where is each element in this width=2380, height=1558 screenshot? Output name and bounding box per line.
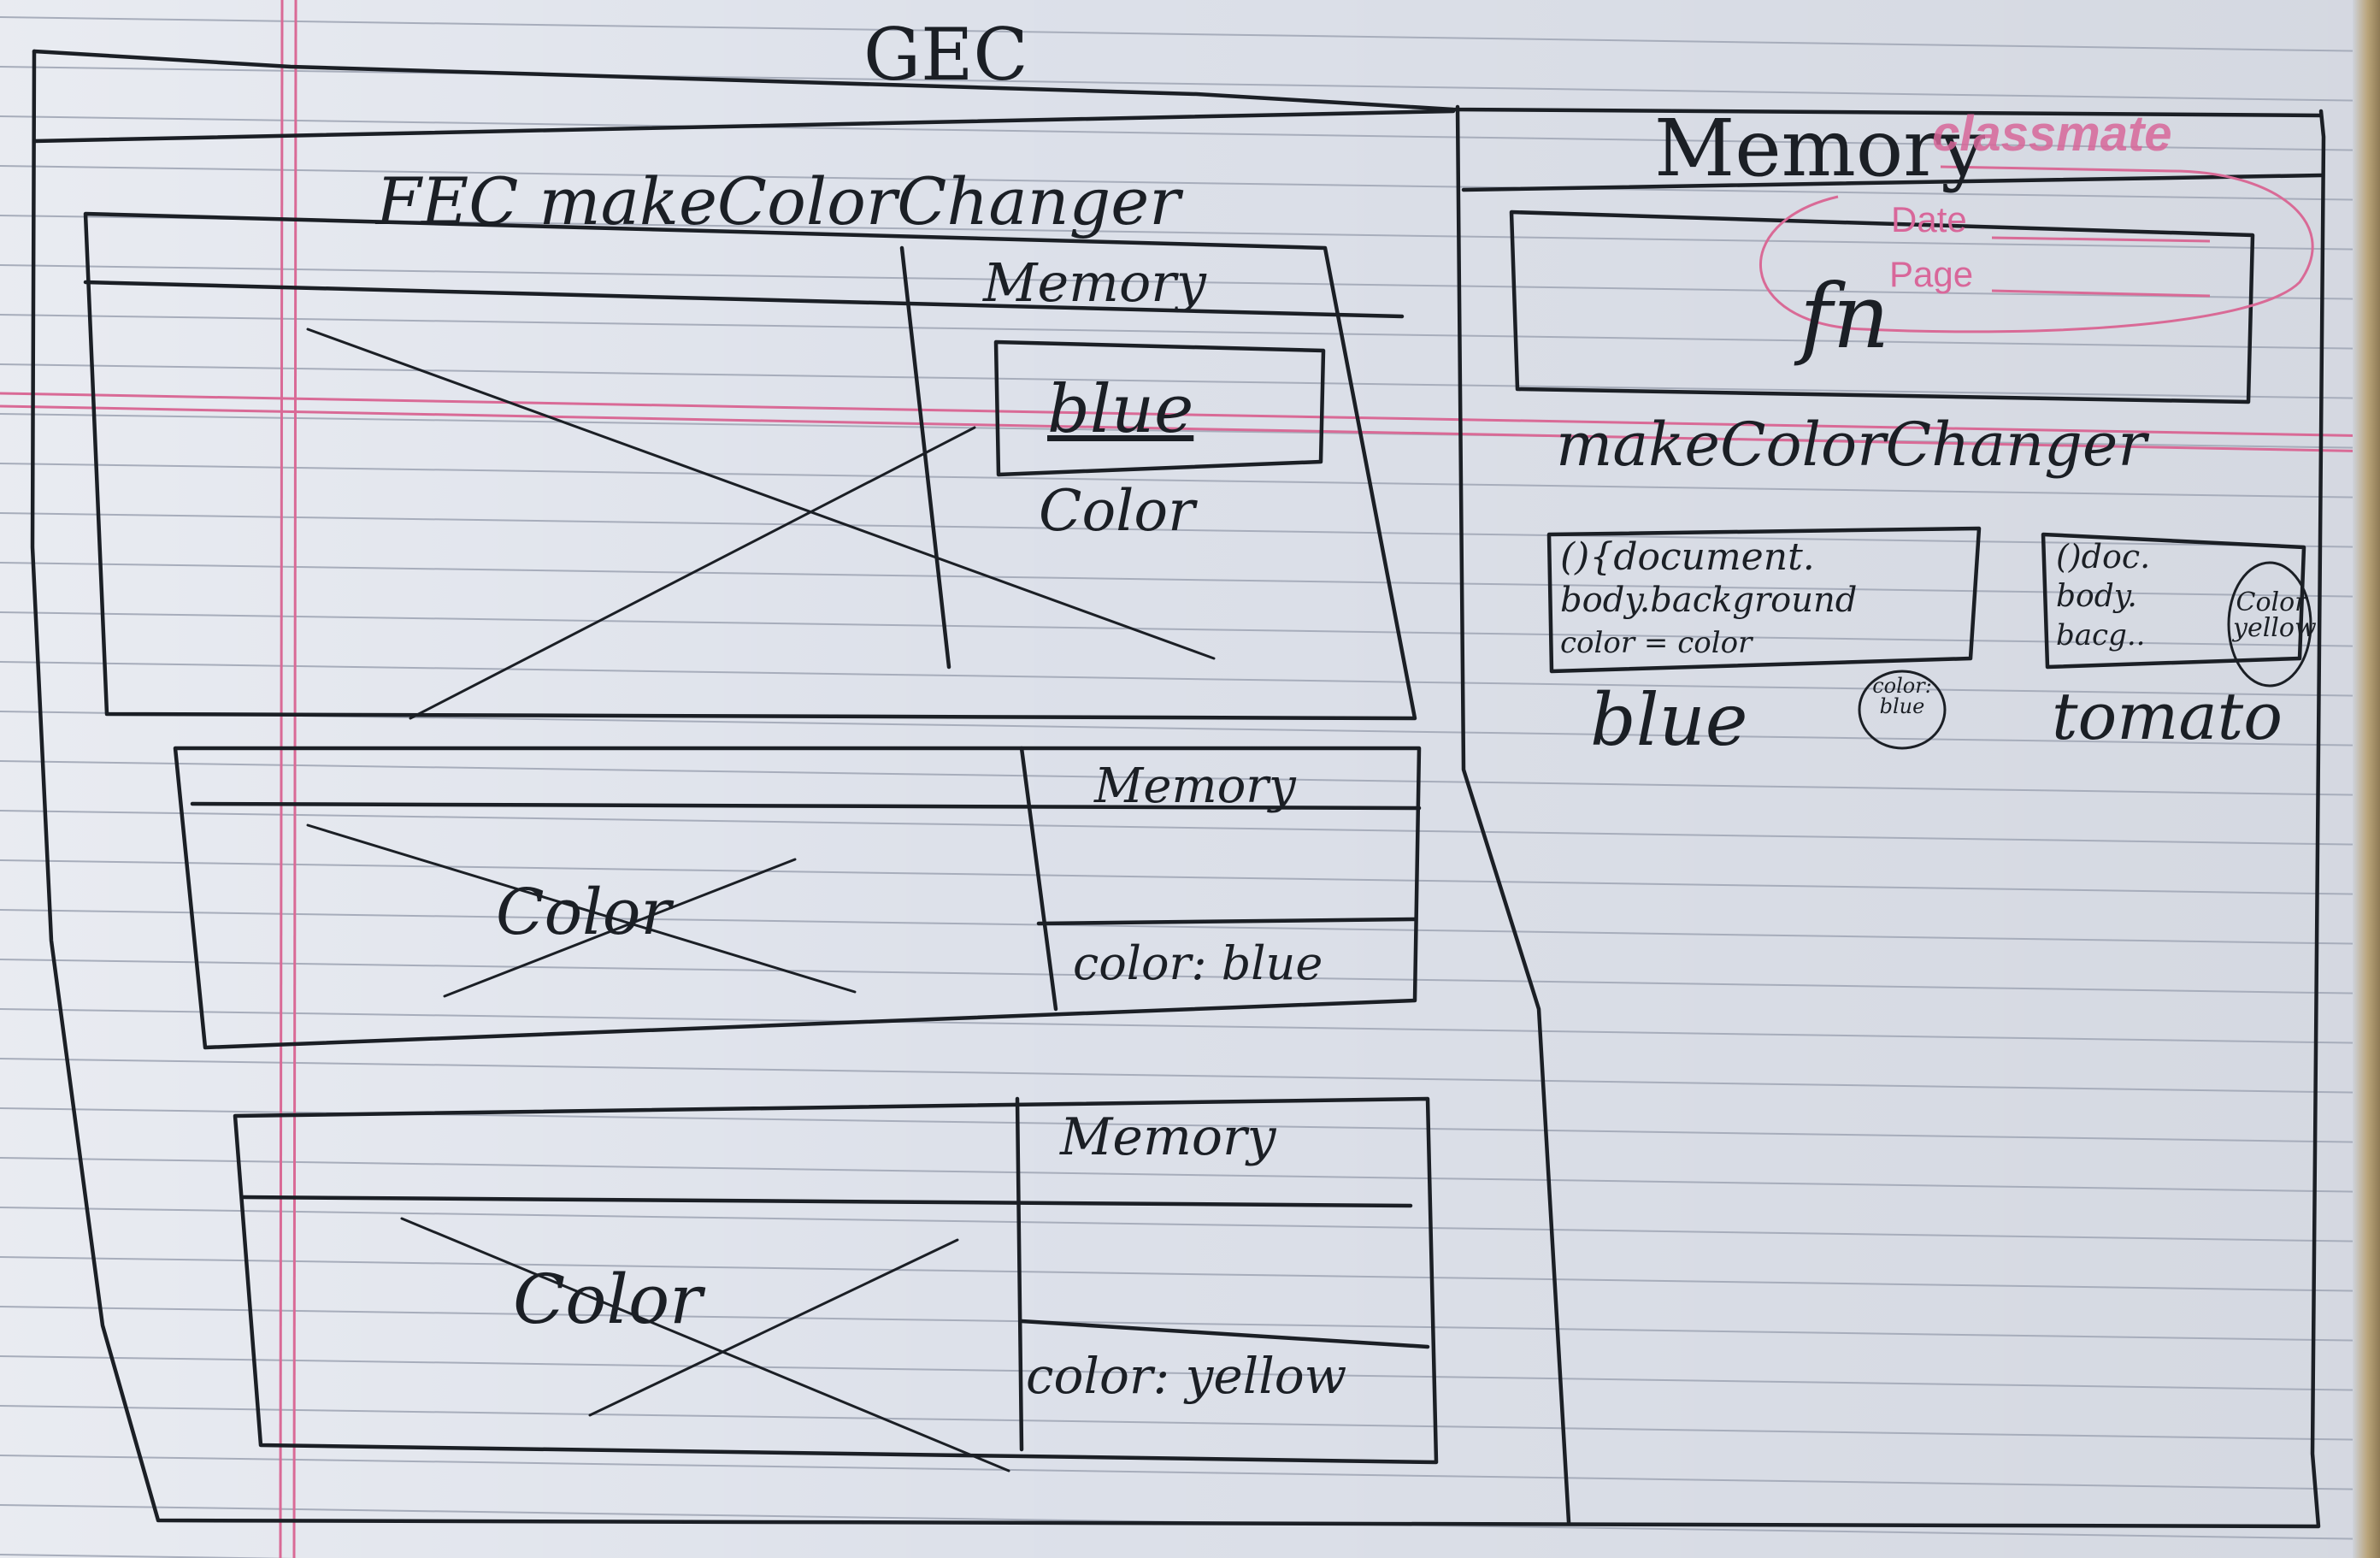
child-frame-2-memory-divider	[1015, 1096, 1024, 1452]
ruled-line	[0, 165, 2380, 201]
stamp-page-label: Page	[1889, 254, 1974, 294]
ruled-line	[0, 959, 2380, 994]
closure-1-caption: blue	[1590, 678, 1748, 762]
ruled-line	[0, 1207, 2380, 1242]
closure-1-code-line: body.background	[1560, 581, 1858, 620]
child-frame-2-divider	[241, 1195, 1413, 1208]
ruled-line	[0, 1157, 2380, 1193]
fec-frame-divider	[83, 280, 1405, 319]
child-frame-1-divider	[190, 801, 1422, 811]
ruled-line	[0, 314, 2380, 350]
child-frame-2-cross-line	[400, 1217, 1010, 1472]
child-frame-1-crossed-label: Color	[496, 876, 671, 949]
gec-title-divider	[32, 109, 1456, 144]
ruled-line	[0, 16, 2380, 52]
closure-circle-blue	[1858, 670, 1947, 750]
fn-box-text: fn	[1800, 264, 1890, 369]
ruled-line	[0, 463, 2380, 499]
closure-2-caption: tomato	[2052, 678, 2283, 754]
ruled-line	[0, 810, 2380, 846]
fec-memory-caption: Color	[1039, 478, 1195, 544]
ruled-line	[0, 1306, 2380, 1342]
ruled-line	[0, 661, 2380, 697]
ruled-line	[0, 115, 2380, 151]
child-frame-2-memory-cell	[1019, 1319, 1430, 1349]
child-frame-1	[173, 746, 1422, 1050]
gec-memory-divider	[1455, 104, 1571, 1525]
ruled-line	[0, 859, 2380, 895]
closure-box-tomato	[2041, 532, 2306, 670]
child-frame-1-cross-line	[306, 823, 857, 994]
stamp-loop	[1759, 165, 2314, 333]
ruled-line	[0, 562, 2380, 598]
ruled-line	[0, 66, 2380, 102]
gec-title: GEC	[863, 13, 1028, 97]
fec-frame	[83, 211, 1417, 721]
child-frame-2-crossed-label: Color	[513, 1260, 703, 1339]
fec-cross-line	[306, 328, 1216, 660]
fn-caption: makeColorChanger	[1556, 410, 2147, 480]
header-line	[0, 392, 2380, 438]
child-frame-2	[233, 1096, 1439, 1465]
ruled-line	[0, 1008, 2380, 1044]
header-line	[0, 404, 2380, 453]
ruled-line	[0, 1355, 2380, 1391]
ruled-line	[0, 611, 2380, 647]
ruled-line	[0, 909, 2380, 945]
ruled-line	[0, 711, 2380, 747]
ruled-line	[0, 413, 2380, 449]
child-frame-2-cross-line	[588, 1238, 959, 1417]
fec-frame-label: FEC makeColorChanger	[376, 163, 1181, 239]
closure-2-code-line: body.	[2056, 579, 2137, 614]
closure-1-code-line: color = color	[1560, 626, 1753, 660]
child-frame-1-memory-value: color: blue	[1073, 936, 1323, 990]
global-memory-divider	[1461, 173, 2324, 192]
closure-box-blue	[1546, 526, 1982, 674]
margin-line	[292, 0, 298, 1558]
ruled-line	[0, 1455, 2380, 1490]
child-frame-1-cross-line	[443, 858, 797, 998]
stamp-date-line	[1991, 236, 2211, 243]
child-frame-1-memory-divider	[1019, 746, 1058, 1012]
global-memory-label: Memory	[1654, 103, 1986, 194]
closure-circle-yellow	[2227, 561, 2312, 688]
ruled-line	[0, 363, 2380, 399]
fec-memory-value: blue	[1047, 371, 1194, 448]
fn-box	[1509, 210, 2255, 404]
fec-memory-cell	[993, 339, 1326, 477]
gec-outer-top	[32, 49, 2324, 118]
ruled-line	[0, 1256, 2380, 1292]
fec-memory-label: Memory	[983, 251, 1206, 314]
closure-1-circled: color: blue	[1872, 674, 1932, 718]
stamp-page-line	[1991, 289, 2211, 298]
page-edge	[2353, 0, 2380, 1558]
child-frame-2-memory-value: color: yellow	[1026, 1347, 1347, 1405]
closure-2-code-line: bacg..	[2056, 618, 2146, 652]
closure-1-code-line: (){document.	[1560, 535, 1815, 579]
ruled-line	[0, 1058, 2380, 1094]
stamp-brand: classmate	[1932, 106, 2172, 162]
child-frame-2-memory-label: Memory	[1060, 1107, 1276, 1167]
ruled-line	[0, 512, 2380, 548]
stamp-date-label: Date	[1891, 199, 1967, 239]
child-frame-1-memory-cell	[1036, 917, 1417, 926]
fec-memory-divider	[899, 245, 951, 670]
fec-cross-line	[409, 426, 976, 720]
closure-2-circled: Color yellow	[2233, 587, 2317, 643]
margin-line	[279, 0, 284, 1558]
ruled-line	[0, 264, 2380, 300]
ruled-line	[0, 1405, 2380, 1441]
ruled-line	[0, 760, 2380, 796]
child-frame-1-memory-label: Memory	[1094, 758, 1296, 814]
gec-outer-left-bottom	[30, 49, 2326, 1529]
closure-2-code-line: ()doc.	[2056, 538, 2151, 575]
